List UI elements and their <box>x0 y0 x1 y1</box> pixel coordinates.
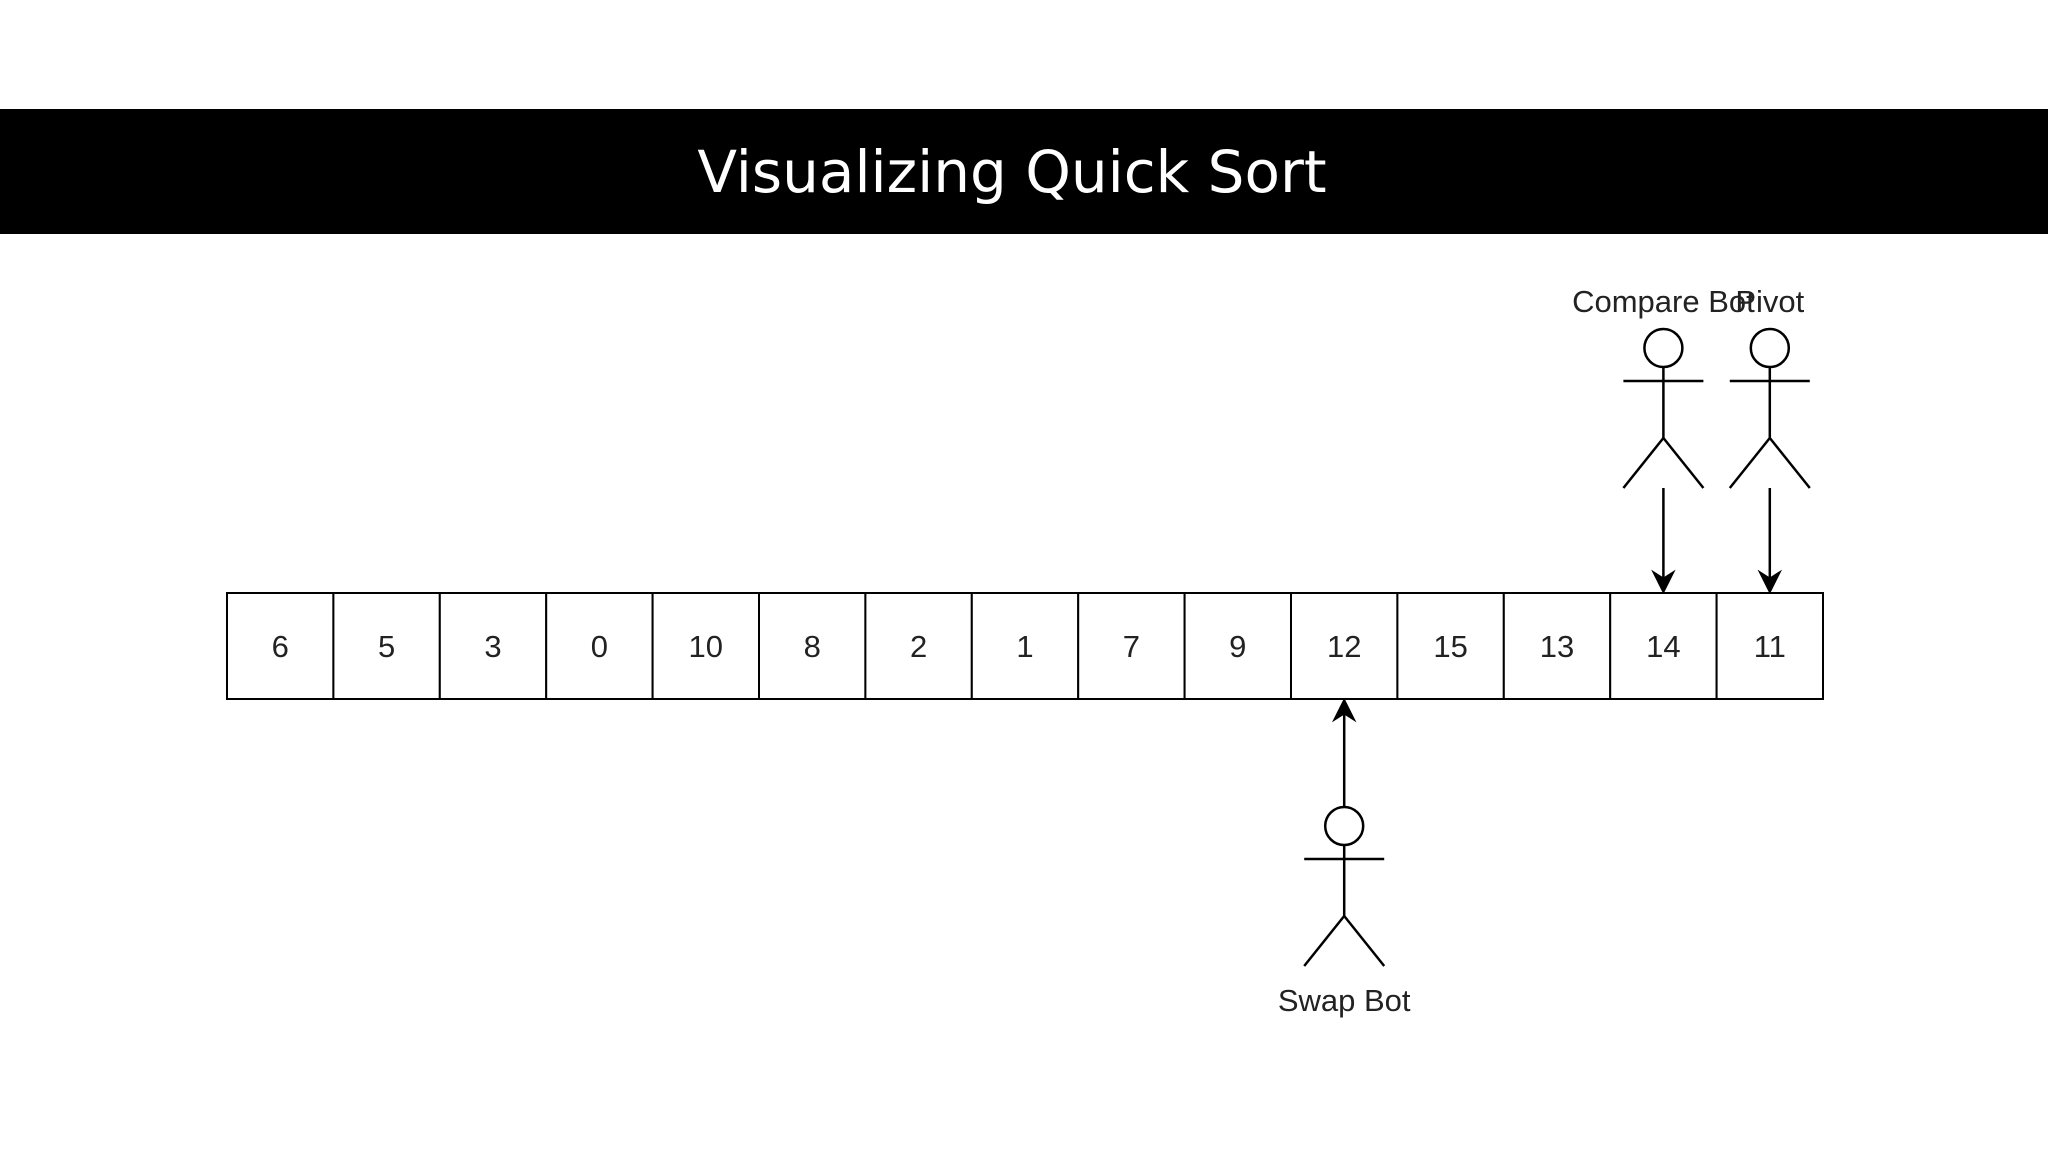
array-cell <box>226 592 335 700</box>
bot-label: Compare Bot <box>1572 284 1755 319</box>
array-cell <box>970 592 1080 700</box>
array-cell-value: 7 <box>1123 629 1140 664</box>
arrow <box>1757 488 1783 595</box>
array-cell-value: 8 <box>804 629 821 664</box>
array-cell <box>1290 592 1399 700</box>
bot-label: Pivot <box>1735 284 1804 319</box>
title-bar: Visualizing Quick Sort <box>0 109 2048 234</box>
array-cell-value: 1 <box>1016 629 1033 664</box>
array-cell <box>1396 592 1505 700</box>
array-cell <box>1609 592 1718 700</box>
array-cell-value: 15 <box>1433 629 1467 664</box>
array-cell <box>758 592 867 700</box>
array-cell <box>1077 592 1186 700</box>
array-cell <box>651 592 760 700</box>
stick-figure-icon <box>1728 327 1811 489</box>
array-cell <box>1715 592 1824 700</box>
array-cell-value: 14 <box>1646 629 1680 664</box>
stick-figure-icon <box>1622 327 1705 489</box>
array-cell-value: 0 <box>591 629 608 664</box>
array-cell-value: 11 <box>1754 629 1786 664</box>
array-cell <box>864 592 973 700</box>
arrow <box>1651 488 1676 595</box>
stick-figure-icon <box>1303 805 1386 967</box>
array-cell <box>545 592 654 700</box>
array-cell-value: 9 <box>1229 629 1246 664</box>
array-cell-value: 13 <box>1540 629 1574 664</box>
bot: Compare Bot <box>1572 284 1755 595</box>
array-cell-value: 2 <box>910 629 927 664</box>
array: 6 5 3 0 10 8 2 1 7 9 12 15 13 14 11 <box>226 592 1824 700</box>
bot-label: Swap Bot <box>1278 983 1411 1018</box>
array-cell <box>1502 592 1612 700</box>
array-cell-value: 12 <box>1327 629 1361 664</box>
bot: Pivot <box>1728 284 1811 595</box>
array-cell-value: 6 <box>272 629 289 664</box>
slide-title: Visualizing Quick Sort <box>697 137 1327 206</box>
array-cell-value: 10 <box>689 629 723 664</box>
array-cell-value: 3 <box>484 629 501 664</box>
array-cell-value: 5 <box>378 629 395 664</box>
bot: Swap Bot <box>1278 697 1411 1018</box>
arrow <box>1331 697 1357 807</box>
array-cell <box>1183 592 1292 700</box>
